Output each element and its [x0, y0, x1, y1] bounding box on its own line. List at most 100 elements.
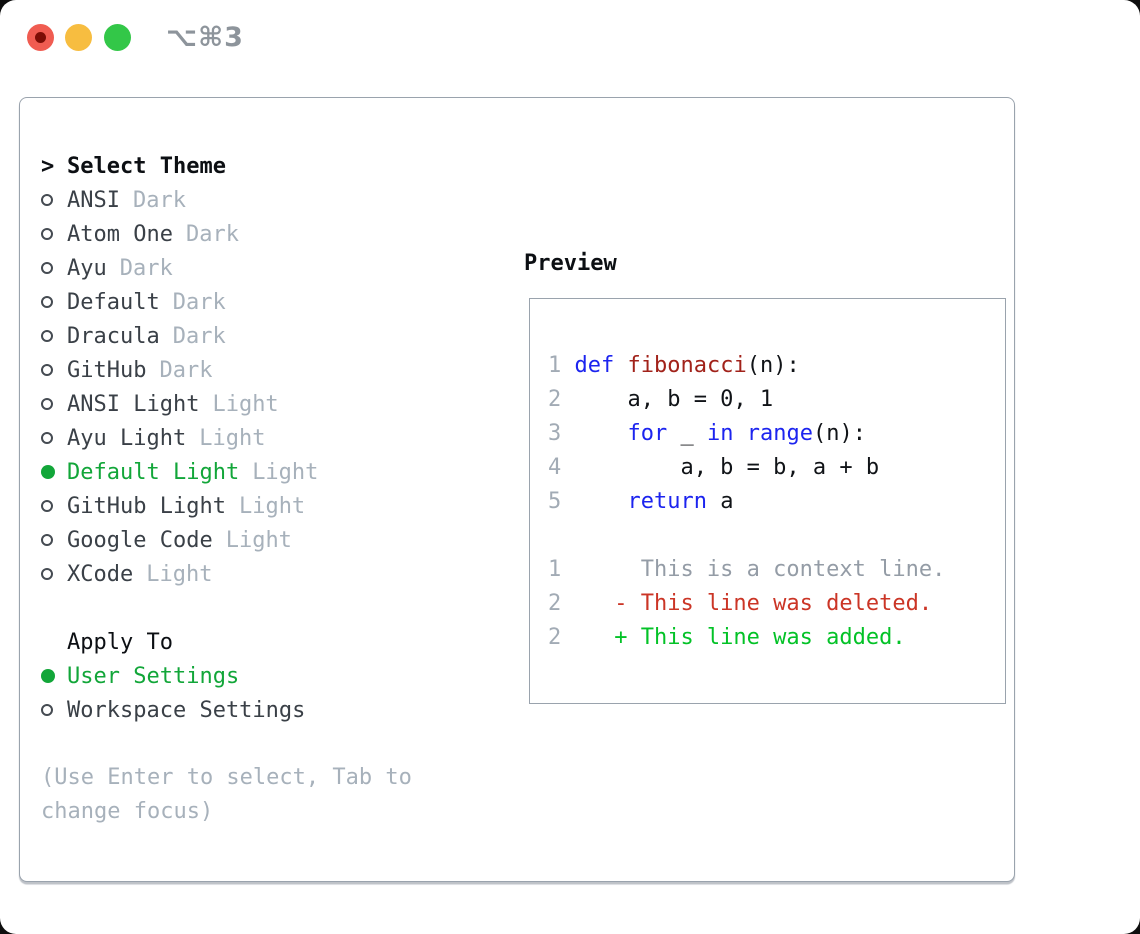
radio-icon — [41, 704, 53, 716]
radio-icon — [41, 262, 53, 274]
code-token-plain — [574, 489, 627, 514]
code-token-kw: return — [627, 489, 707, 514]
option-variant-tag: Light — [252, 459, 319, 485]
blank-line — [548, 519, 1005, 553]
option-variant-tag: Dark — [172, 323, 226, 349]
theme-option-atom-one[interactable]: Atom One Dark — [41, 217, 477, 251]
option-label: XCode — [67, 561, 134, 587]
option-variant-tag: Dark — [159, 357, 213, 383]
theme-option-ayu[interactable]: Ayu Dark — [41, 251, 477, 285]
radio-selected-icon — [41, 465, 55, 479]
theme-option-github-light[interactable]: GitHub Light Light — [41, 489, 477, 523]
line-number: 1 — [548, 557, 562, 582]
option-label: GitHub Light — [67, 493, 226, 519]
zoom-button[interactable] — [104, 24, 131, 51]
apply-to-title: Apply To — [67, 629, 173, 655]
code-token-plain: (n): — [812, 421, 866, 446]
apply-option-user-settings[interactable]: User Settings — [41, 659, 477, 693]
code-line: 2 a, b = 0, 1 — [548, 383, 1005, 417]
select-theme-title: Select Theme — [67, 153, 226, 179]
option-label: Atom One — [67, 221, 173, 247]
theme-option-github[interactable]: GitHub Dark — [41, 353, 477, 387]
spacer — [41, 591, 477, 625]
diff-deleted-line: 2 - This line was deleted. — [548, 587, 1005, 621]
line-number: 5 — [548, 489, 562, 514]
apply-option-workspace-settings[interactable]: Workspace Settings — [41, 693, 477, 727]
code-token-kw: for — [627, 421, 668, 446]
keyboard-hint: (Use Enter to select, Tab to change focu… — [41, 765, 412, 824]
code-token-plain — [733, 421, 746, 446]
radio-selected-icon — [41, 669, 55, 683]
theme-option-dracula[interactable]: Dracula Dark — [41, 319, 477, 353]
spacer — [41, 727, 477, 761]
code-line: 5 return a — [548, 485, 1005, 519]
option-variant-tag: Light — [238, 493, 306, 519]
code-token-del: - This line was deleted. — [574, 591, 933, 616]
option-variant-tag: Dark — [119, 255, 173, 281]
close-button-dot-icon — [35, 32, 46, 43]
option-label: Default — [67, 289, 160, 315]
code-token-ctx: This is a context line. — [574, 557, 946, 582]
option-label: ANSI — [67, 187, 120, 213]
option-label: Ayu Light — [67, 425, 187, 451]
close-button[interactable] — [27, 24, 54, 51]
option-label: Google Code — [67, 527, 213, 553]
code-token-plain: _ — [667, 421, 707, 446]
option-label: User Settings — [67, 663, 240, 689]
code-token-plain: a, b = 0, 1 — [574, 387, 774, 412]
line-number: 2 — [548, 591, 562, 616]
code-line: 4 a, b = b, a + b — [548, 451, 1005, 485]
option-label: GitHub — [67, 357, 147, 383]
line-number: 2 — [548, 625, 562, 650]
radio-icon — [41, 398, 53, 410]
apply-to-heading: Apply To — [41, 625, 477, 659]
radio-icon — [41, 500, 53, 512]
code-token-plain — [574, 421, 627, 446]
code-token-fn: fibonacci — [627, 353, 747, 378]
code-token-kw: range — [746, 421, 813, 446]
code-line: 3 for _ in range(n): — [548, 417, 1005, 451]
line-number: 4 — [548, 455, 562, 480]
code-token-plain: a — [706, 489, 734, 514]
radio-icon — [41, 296, 53, 308]
radio-icon — [41, 568, 53, 580]
prompt-caret-icon: > — [41, 153, 55, 179]
line-number: 3 — [548, 421, 562, 446]
line-number: 2 — [548, 387, 562, 412]
option-variant-tag: Dark — [185, 221, 239, 247]
theme-option-ayu-light[interactable]: Ayu Light Light — [41, 421, 477, 455]
code-token-plain: (n): — [746, 353, 800, 378]
minimize-button[interactable] — [65, 24, 92, 51]
radio-icon — [41, 432, 53, 444]
code-token-plain — [614, 353, 627, 378]
preview-heading: Preview — [524, 251, 617, 276]
option-variant-tag: Light — [199, 425, 266, 451]
radio-icon — [41, 330, 53, 342]
option-label: ANSI Light — [67, 391, 200, 417]
option-label: Workspace Settings — [67, 697, 306, 723]
option-variant-tag: Dark — [132, 187, 186, 213]
option-label: Ayu — [67, 255, 107, 281]
diff-added-line: 2 + This line was added. — [548, 621, 1005, 655]
code-token-kw: in — [706, 421, 734, 446]
diff-context-line: 1 This is a context line. — [548, 553, 1005, 587]
theme-option-google-code[interactable]: Google Code Light — [41, 523, 477, 557]
line-number: 1 — [548, 353, 562, 378]
theme-option-ansi[interactable]: ANSI Dark — [41, 183, 477, 217]
radio-icon — [41, 194, 53, 206]
option-label: Dracula — [67, 323, 160, 349]
radio-icon — [41, 534, 53, 546]
option-variant-tag: Light — [225, 527, 292, 553]
